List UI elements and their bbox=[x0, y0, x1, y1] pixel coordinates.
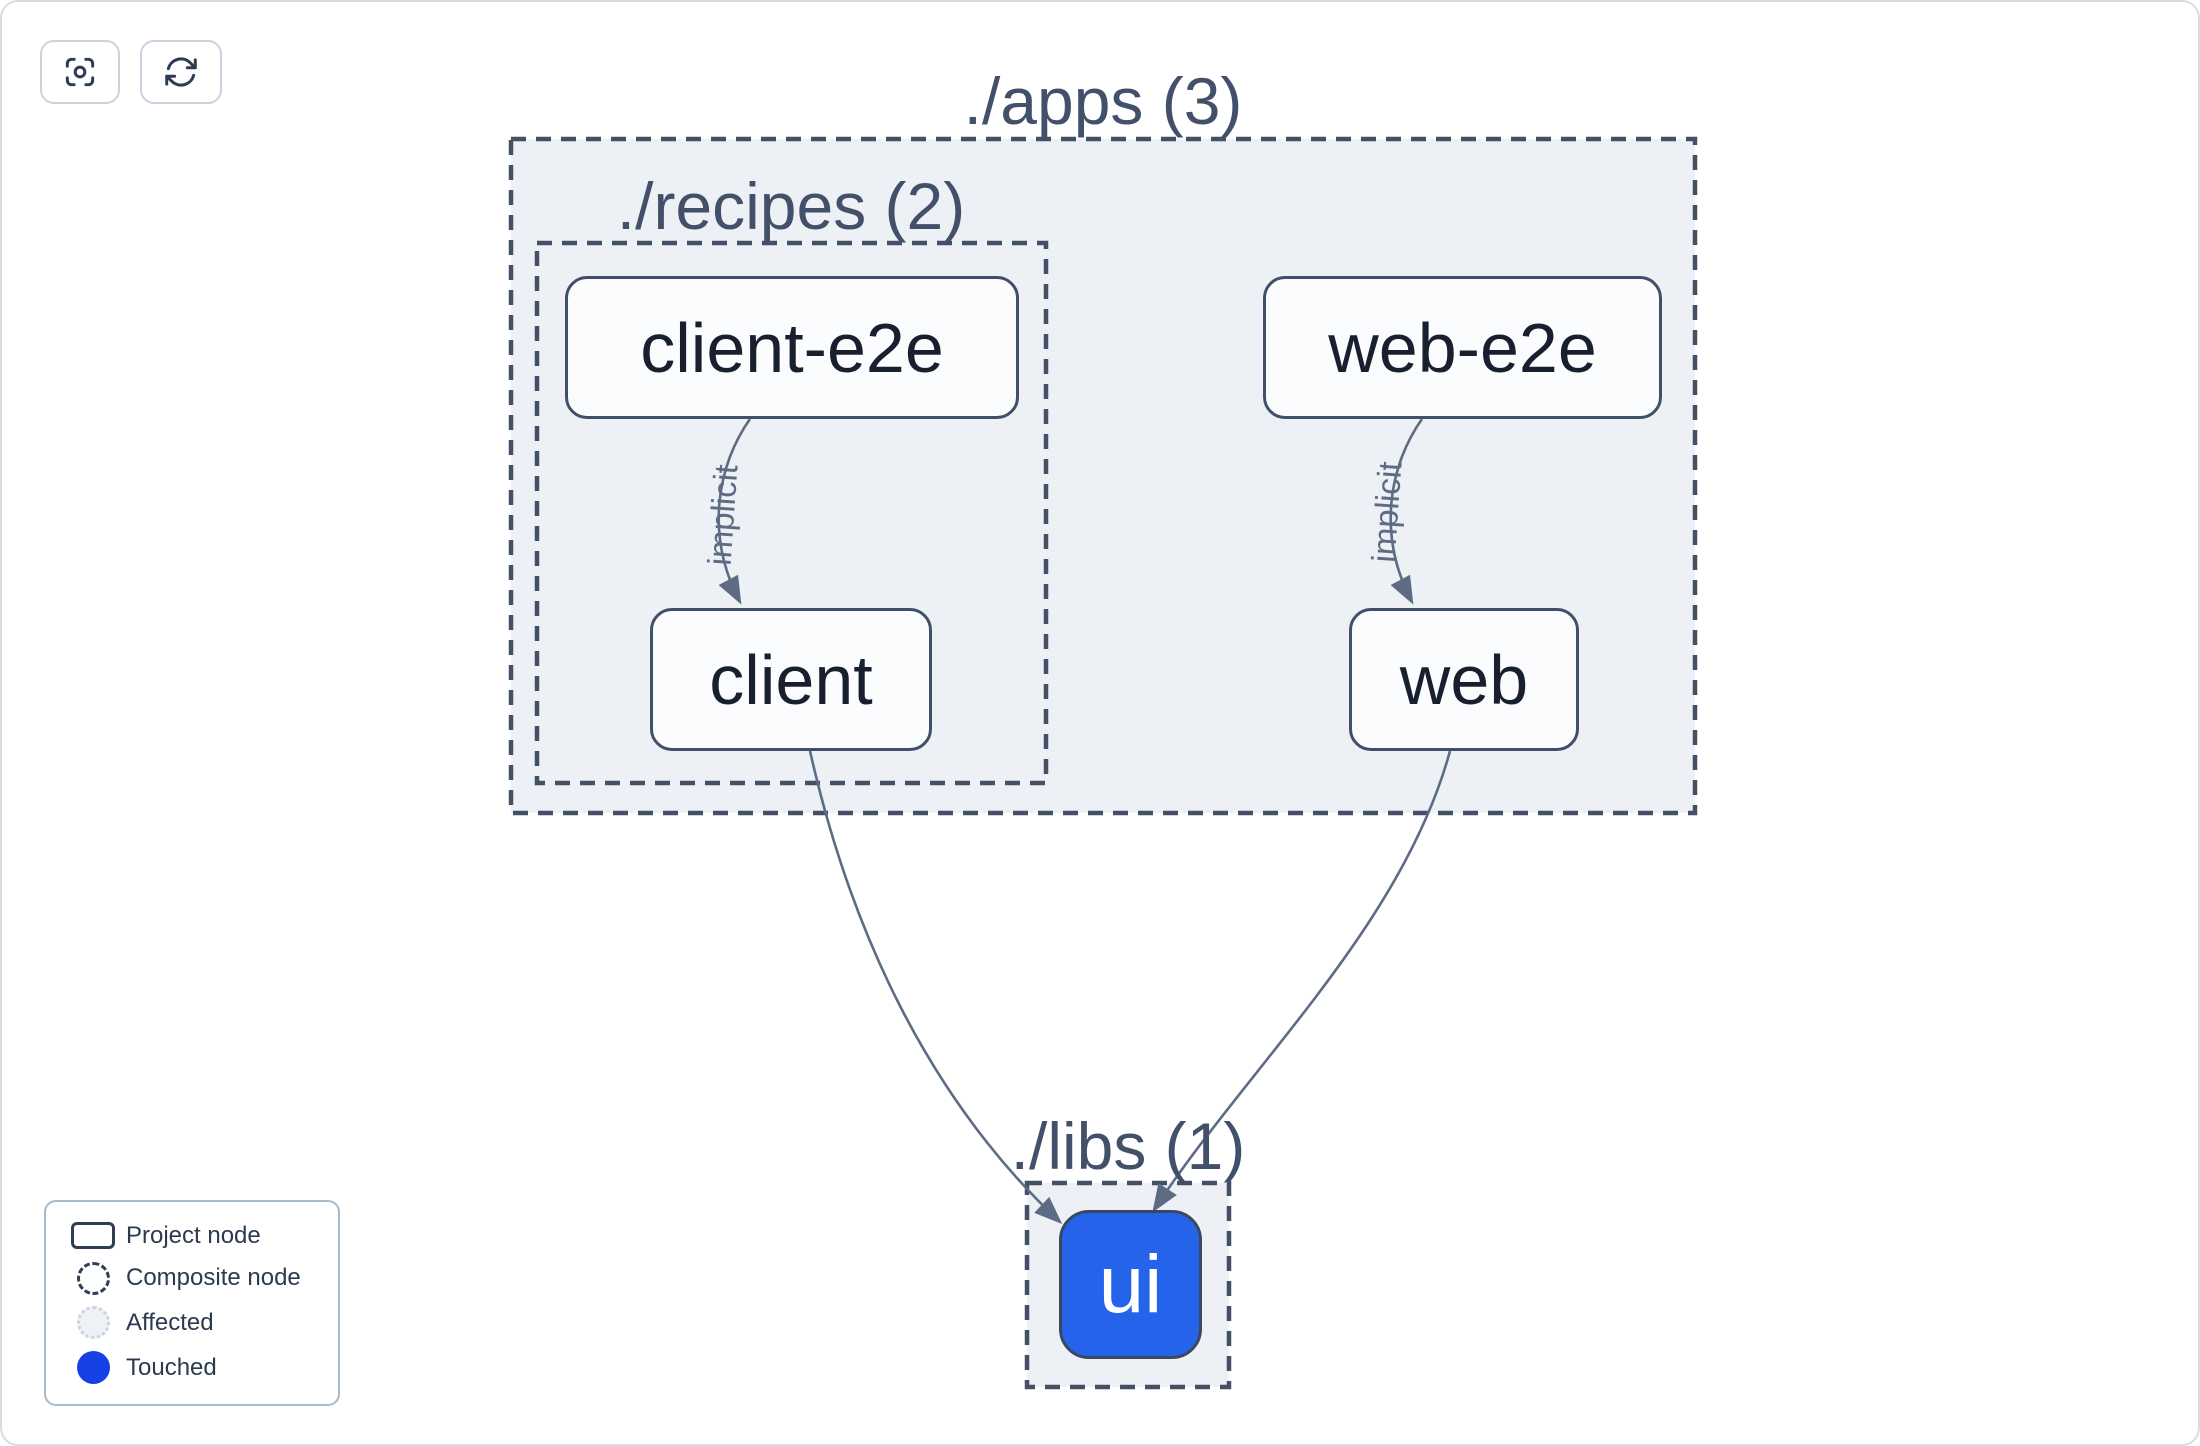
edge-web-to-ui[interactable] bbox=[1152, 750, 1452, 1213]
legend-panel: Project node Composite node Affected Tou… bbox=[44, 1200, 340, 1406]
focus-button[interactable] bbox=[40, 40, 120, 104]
legend-item-touched: Touched bbox=[60, 1351, 324, 1385]
touched-swatch bbox=[76, 1351, 110, 1385]
group-label-libs: ./libs (1) bbox=[1010, 1109, 1246, 1183]
legend-label: Project node bbox=[126, 1221, 261, 1249]
refresh-button[interactable] bbox=[140, 40, 222, 104]
composite-node-swatch bbox=[76, 1261, 110, 1295]
refresh-icon bbox=[162, 53, 200, 91]
legend-item-affected: Affected bbox=[60, 1306, 324, 1340]
node-web-e2e[interactable]: web-e2e bbox=[1263, 276, 1662, 419]
edge-label-implicit: implicit bbox=[700, 463, 745, 567]
focus-icon bbox=[61, 53, 99, 91]
legend-label: Composite node bbox=[126, 1264, 301, 1292]
edge-label-implicit: implicit bbox=[1364, 460, 1409, 564]
node-ui[interactable]: ui bbox=[1059, 1210, 1202, 1359]
node-label: web bbox=[1399, 640, 1529, 719]
edge-web-e2e-to-web[interactable] bbox=[1389, 418, 1424, 605]
legend-item-composite-node: Composite node bbox=[60, 1261, 324, 1295]
node-client[interactable]: client bbox=[650, 608, 932, 751]
node-web[interactable]: web bbox=[1349, 608, 1579, 751]
node-client-e2e[interactable]: client-e2e bbox=[565, 276, 1019, 419]
affected-swatch bbox=[76, 1306, 110, 1340]
node-label: client bbox=[709, 640, 873, 719]
node-label: web-e2e bbox=[1328, 308, 1597, 387]
edge-client-to-ui[interactable] bbox=[808, 750, 1063, 1225]
legend-label: Affected bbox=[126, 1308, 214, 1336]
legend-item-project-node: Project node bbox=[60, 1222, 324, 1250]
group-label-recipes: ./recipes (2) bbox=[616, 169, 966, 243]
legend-label: Touched bbox=[126, 1353, 217, 1381]
group-label-apps: ./apps (3) bbox=[963, 64, 1243, 138]
node-label: client-e2e bbox=[640, 308, 944, 387]
project-node-swatch bbox=[71, 1222, 115, 1250]
node-label: ui bbox=[1098, 1238, 1163, 1330]
edge-client-e2e-to-client[interactable] bbox=[717, 418, 752, 605]
